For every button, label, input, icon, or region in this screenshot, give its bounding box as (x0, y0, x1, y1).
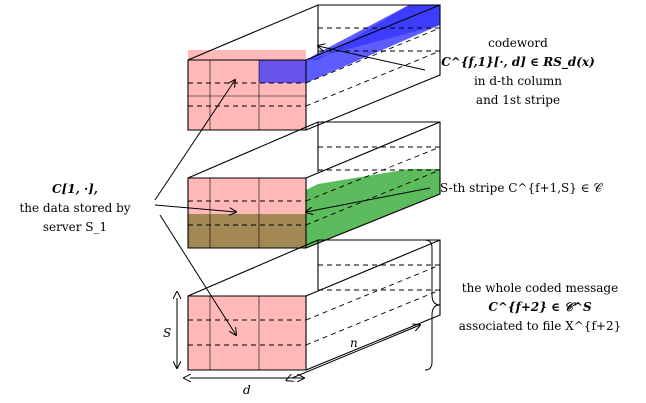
red-front-region-bottom (188, 296, 306, 370)
codeword-arrow (318, 46, 426, 71)
whole-line3: associated to file X^{f+2} (459, 319, 621, 333)
bottom-block (187, 239, 441, 371)
codeword-line1: codeword (488, 36, 548, 50)
server-line1: C[1, ·], (52, 182, 98, 196)
depth-label: n (350, 336, 358, 350)
stripe-arrow (306, 187, 431, 212)
server-arrow-top (154, 80, 235, 201)
codeword-line4: and 1st stripe (476, 93, 560, 107)
whole-line1: the whole coded message (462, 281, 618, 295)
blue-column-slab (306, 5, 440, 83)
server-arrow-bottom (159, 214, 236, 335)
red-server-region (188, 178, 306, 214)
codeword-line2: C^{f,1}[·, d] ∈ RS_d(x) (441, 55, 595, 70)
width-label: d (243, 383, 251, 397)
olive-overlap-region (188, 214, 306, 248)
server-line2: the data stored by (19, 201, 130, 215)
height-label: S (163, 326, 171, 340)
dimension-arrows (177, 298, 420, 378)
pointer-arrows (154, 46, 431, 335)
top-block (187, 4, 441, 131)
stripe-annotation: S-th stripe C^{f+1,S} ∈ 𝒞 (440, 181, 603, 195)
codeword-annotation: codeword C^{f,1}[·, d] ∈ RS_d(x) in d-th… (441, 36, 595, 107)
depth-arrow (292, 325, 420, 378)
server-annotation: C[1, ·], the data stored by server S_1 (19, 182, 130, 234)
stripe-line1: S-th stripe C^{f+1,S} ∈ 𝒞 (440, 181, 603, 195)
server-arrow-mid (154, 204, 236, 212)
whole-line2: C^{f+2} ∈ 𝒞^S (488, 300, 592, 314)
right-brace (424, 239, 441, 371)
whole-message-annotation: the whole coded message C^{f+2} ∈ 𝒞^S as… (459, 281, 621, 333)
server-line3: server S_1 (43, 220, 107, 234)
middle-block (187, 121, 441, 249)
green-stripe-slab (306, 169, 440, 248)
codeword-line3: in d-th column (474, 74, 562, 88)
